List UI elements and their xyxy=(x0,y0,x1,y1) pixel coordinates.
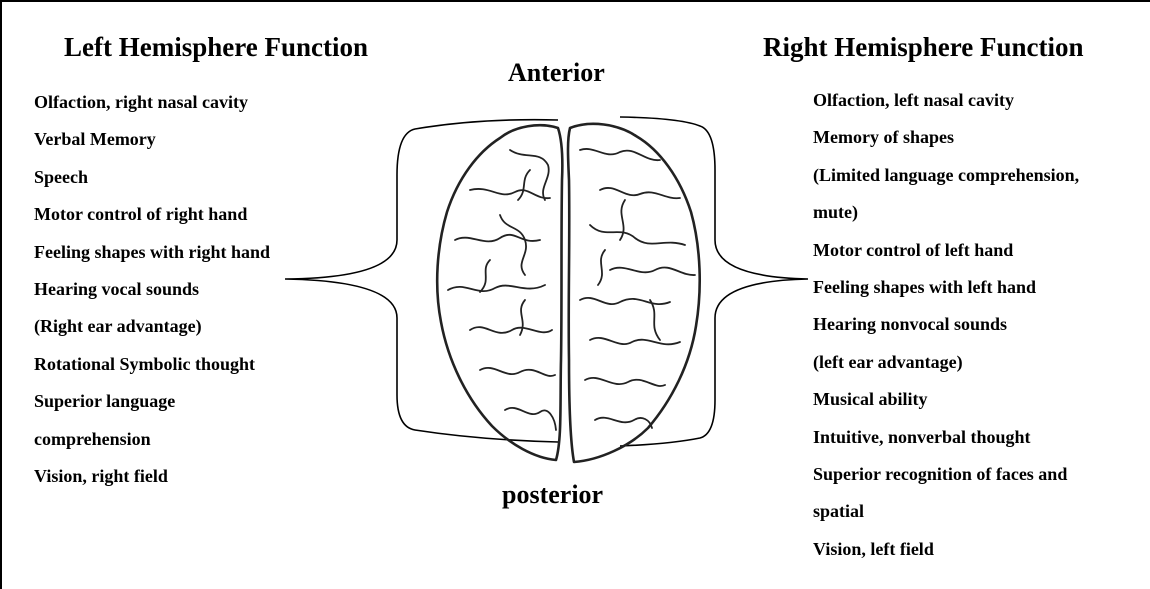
right-gyri xyxy=(580,149,695,428)
right-hemisphere-outline xyxy=(568,124,700,462)
right-brace xyxy=(620,117,808,446)
left-brace xyxy=(285,120,558,442)
brain-top-view-icon xyxy=(437,124,700,462)
